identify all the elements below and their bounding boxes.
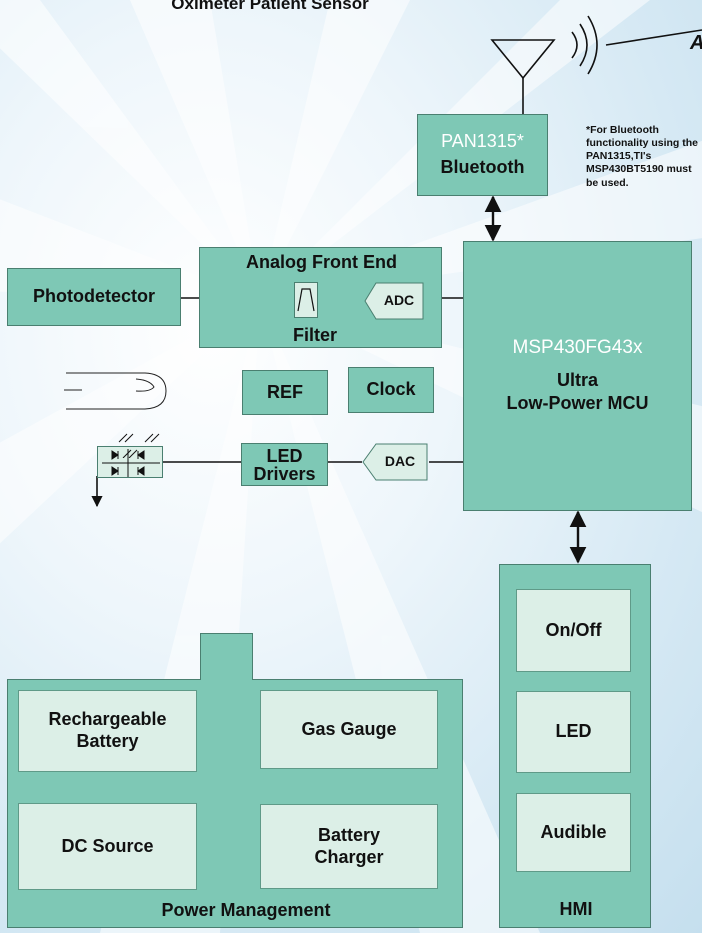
hmi-title: HMI (559, 899, 593, 919)
on-off-block: On/Off (516, 589, 631, 672)
led-drivers-block: LED Drivers (241, 443, 328, 486)
bluetooth-note: *For Bluetooth functionality using the P… (586, 124, 698, 189)
bluetooth-model: PAN1315* (441, 131, 524, 152)
page-title: Oximeter Patient Sensor (171, 0, 369, 13)
antenna-ref-label: A (690, 32, 702, 55)
audible-block: Audible (516, 793, 631, 872)
power-management-title: Power Management (161, 900, 331, 920)
dac-label: DAC (384, 453, 416, 469)
photodetector-block: Photodetector (7, 268, 181, 326)
battery-line2: Battery (76, 731, 139, 751)
dc-source-block: DC Source (18, 803, 197, 890)
led-drivers-line1: LED (266, 445, 303, 466)
rechargeable-battery-block: Rechargeable Battery (18, 690, 197, 772)
mcu-block: MSP430FG43x Ultra Low-Power MCU (463, 241, 692, 511)
mcu-line2: Low-Power MCU (506, 393, 649, 414)
dac-block: DAC (362, 443, 428, 481)
led-drivers-line2: Drivers (253, 463, 316, 484)
power-tab (200, 633, 253, 683)
bluetooth-label: Bluetooth (440, 157, 525, 177)
led-emission-icon (118, 433, 160, 458)
bluetooth-module: PAN1315* Bluetooth (417, 114, 548, 196)
battery-charger-block: Battery Charger (260, 804, 438, 889)
charger-line2: Charger (314, 846, 384, 867)
power-tab-joint (201, 678, 252, 681)
hmi-led-block: LED (516, 691, 631, 773)
led-array-icon (97, 446, 163, 478)
afe-filter-label: Filter (292, 325, 337, 345)
filter-icon (294, 282, 318, 318)
clock-block: Clock (348, 367, 434, 413)
gas-gauge-block: Gas Gauge (260, 690, 438, 769)
mcu-line1: Ultra (556, 369, 598, 390)
mcu-model: MSP430FG43x (512, 337, 643, 358)
afe-title: Analog Front End (246, 252, 397, 272)
charger-line1: Battery (317, 824, 381, 845)
adc-label: ADC (383, 292, 415, 308)
adc-block: ADC (364, 282, 424, 320)
battery-line1: Rechargeable (48, 709, 167, 730)
ref-block: REF (242, 370, 328, 415)
